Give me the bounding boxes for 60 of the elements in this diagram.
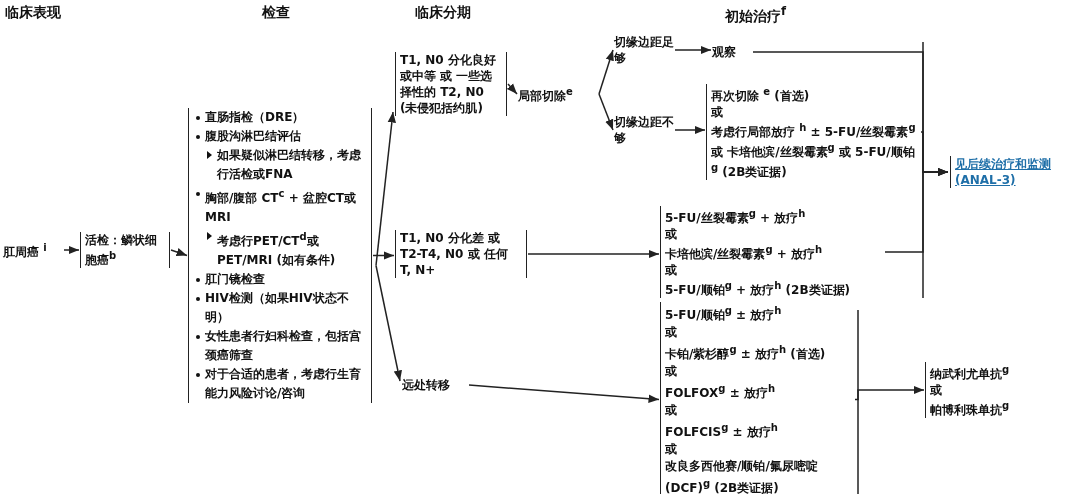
arrow (527, 249, 660, 259)
treatment-text: 或 (930, 382, 943, 398)
exam-item: HIV检测（如果HIV状态不明） (205, 291, 349, 324)
diagnosis-label: 肛周癌 $^{i}$ (3, 240, 63, 260)
arrow (375, 111, 396, 267)
arrow (170, 248, 188, 257)
column-header: 临床分期 (415, 4, 471, 22)
treatment-text: 或 (665, 441, 678, 458)
treatment-text: 考虑行局部放疗 $^{h}$ ± 5-FU/丝裂霉素$^{g}$ 或 卡培他滨/丝裂霉素$^{g}$ 或 5-FU/顺铂$^{g}$ (2B类证据) (711, 121, 917, 180)
stage-label: 远处转移 (402, 377, 468, 393)
treatment-text: 改良多西他赛/顺铂/氟尿嘧啶 (DCF)$^{g}$ (2B类证据) (665, 458, 819, 494)
exam-item: 考虑行PET/CT$^{d}$或PET/MRI (如有条件) (217, 234, 336, 267)
treatment-text: 卡铂/紫杉醇$^{g}$ ± 放疗$^{h}$ (首选) (665, 343, 827, 363)
exam-item: 胸部/腹部 CT$^{c}$ + 盆腔CT或MRI (205, 191, 356, 224)
column-header: 检查 (262, 4, 290, 22)
arrow (884, 167, 949, 253)
arrow (375, 264, 402, 382)
arrow (598, 49, 614, 95)
treatment-text: 或 (665, 402, 678, 419)
treatment-text: 5-FU/顺铂$^{g}$ + 放疗$^{h}$ (2B类证据) (665, 279, 852, 298)
margin-label: 切缘边距足够 (614, 34, 674, 66)
treatment-text: 5-FU/丝裂霉素$^{g}$ + 放疗$^{h}$ (665, 207, 807, 226)
arrow (674, 45, 712, 55)
margin-label: 切缘边距不够 (614, 114, 674, 146)
arrow (63, 245, 80, 255)
link-text: 见后续治疗和监测 (ANAL-3) (950, 156, 1078, 188)
exam-item: 肛门镜检查 (205, 272, 265, 286)
exam-item: 对于合适的患者，考虑行生育能力风险讨论/咨询 (205, 367, 361, 400)
bracketed-box (80, 232, 170, 268)
stage-text: T1, N0 分化差 或 T2-T4, N0 或 任何 T, N+ (400, 230, 509, 278)
exam-item: 直肠指检（DRE） (205, 110, 305, 124)
exam-item: 女性患者行妇科检查，包括宫颈癌筛查 (205, 329, 361, 362)
treatment-text: 卡培他滨/丝裂霉素$^{g}$ + 放疗$^{h}$ (665, 243, 824, 262)
stage-text: T1, N0 分化良好或中等 或 一些选择性的 T2, N0 (未侵犯括约肌) (400, 52, 497, 116)
arrow (854, 385, 925, 401)
treatment-text: 或 (665, 262, 678, 278)
treatment-text: FOLFCIS$^{g}$ ± 放疗$^{h}$ (665, 421, 779, 441)
treatment-text: 或 (665, 363, 678, 380)
outcome-label: 观察 (712, 44, 752, 60)
column-header: 初始治疗$^{f}$ (725, 4, 787, 26)
arrow (468, 384, 660, 403)
exam-item: 腹股沟淋巴结评估 (205, 129, 301, 143)
exam-item: 如果疑似淋巴结转移，考虑行活检或FNA (217, 148, 361, 181)
treatment-text: 帕博利珠单抗$^{g}$ (930, 399, 1011, 418)
arrow (506, 83, 518, 95)
treatment-text: 或 (711, 104, 724, 120)
bracketed-box (188, 108, 372, 403)
biopsy-text: 活检：鳞状细胞癌$^{b}$ (85, 232, 158, 268)
treatment-text: 再次切除 $^{e}$ (首选) (711, 85, 811, 104)
arrow (674, 125, 706, 135)
arrow (598, 93, 614, 131)
treatment-text: 纳武利尤单抗$^{g}$ (930, 363, 1011, 382)
treatment-text: 或 (665, 226, 678, 242)
treatment-text: 5-FU/顺铂$^{g}$ ± 放疗$^{h}$ (665, 304, 783, 324)
procedure-label: 局部切除$^{e}$ (518, 84, 598, 104)
column-header: 临床表现 (5, 4, 61, 22)
treatment-text: FOLFOX$^{g}$ ± 放疗$^{h}$ (665, 382, 776, 402)
arrow (372, 251, 395, 260)
bracketed-box (395, 230, 527, 278)
treatment-text: 或 (665, 324, 678, 341)
